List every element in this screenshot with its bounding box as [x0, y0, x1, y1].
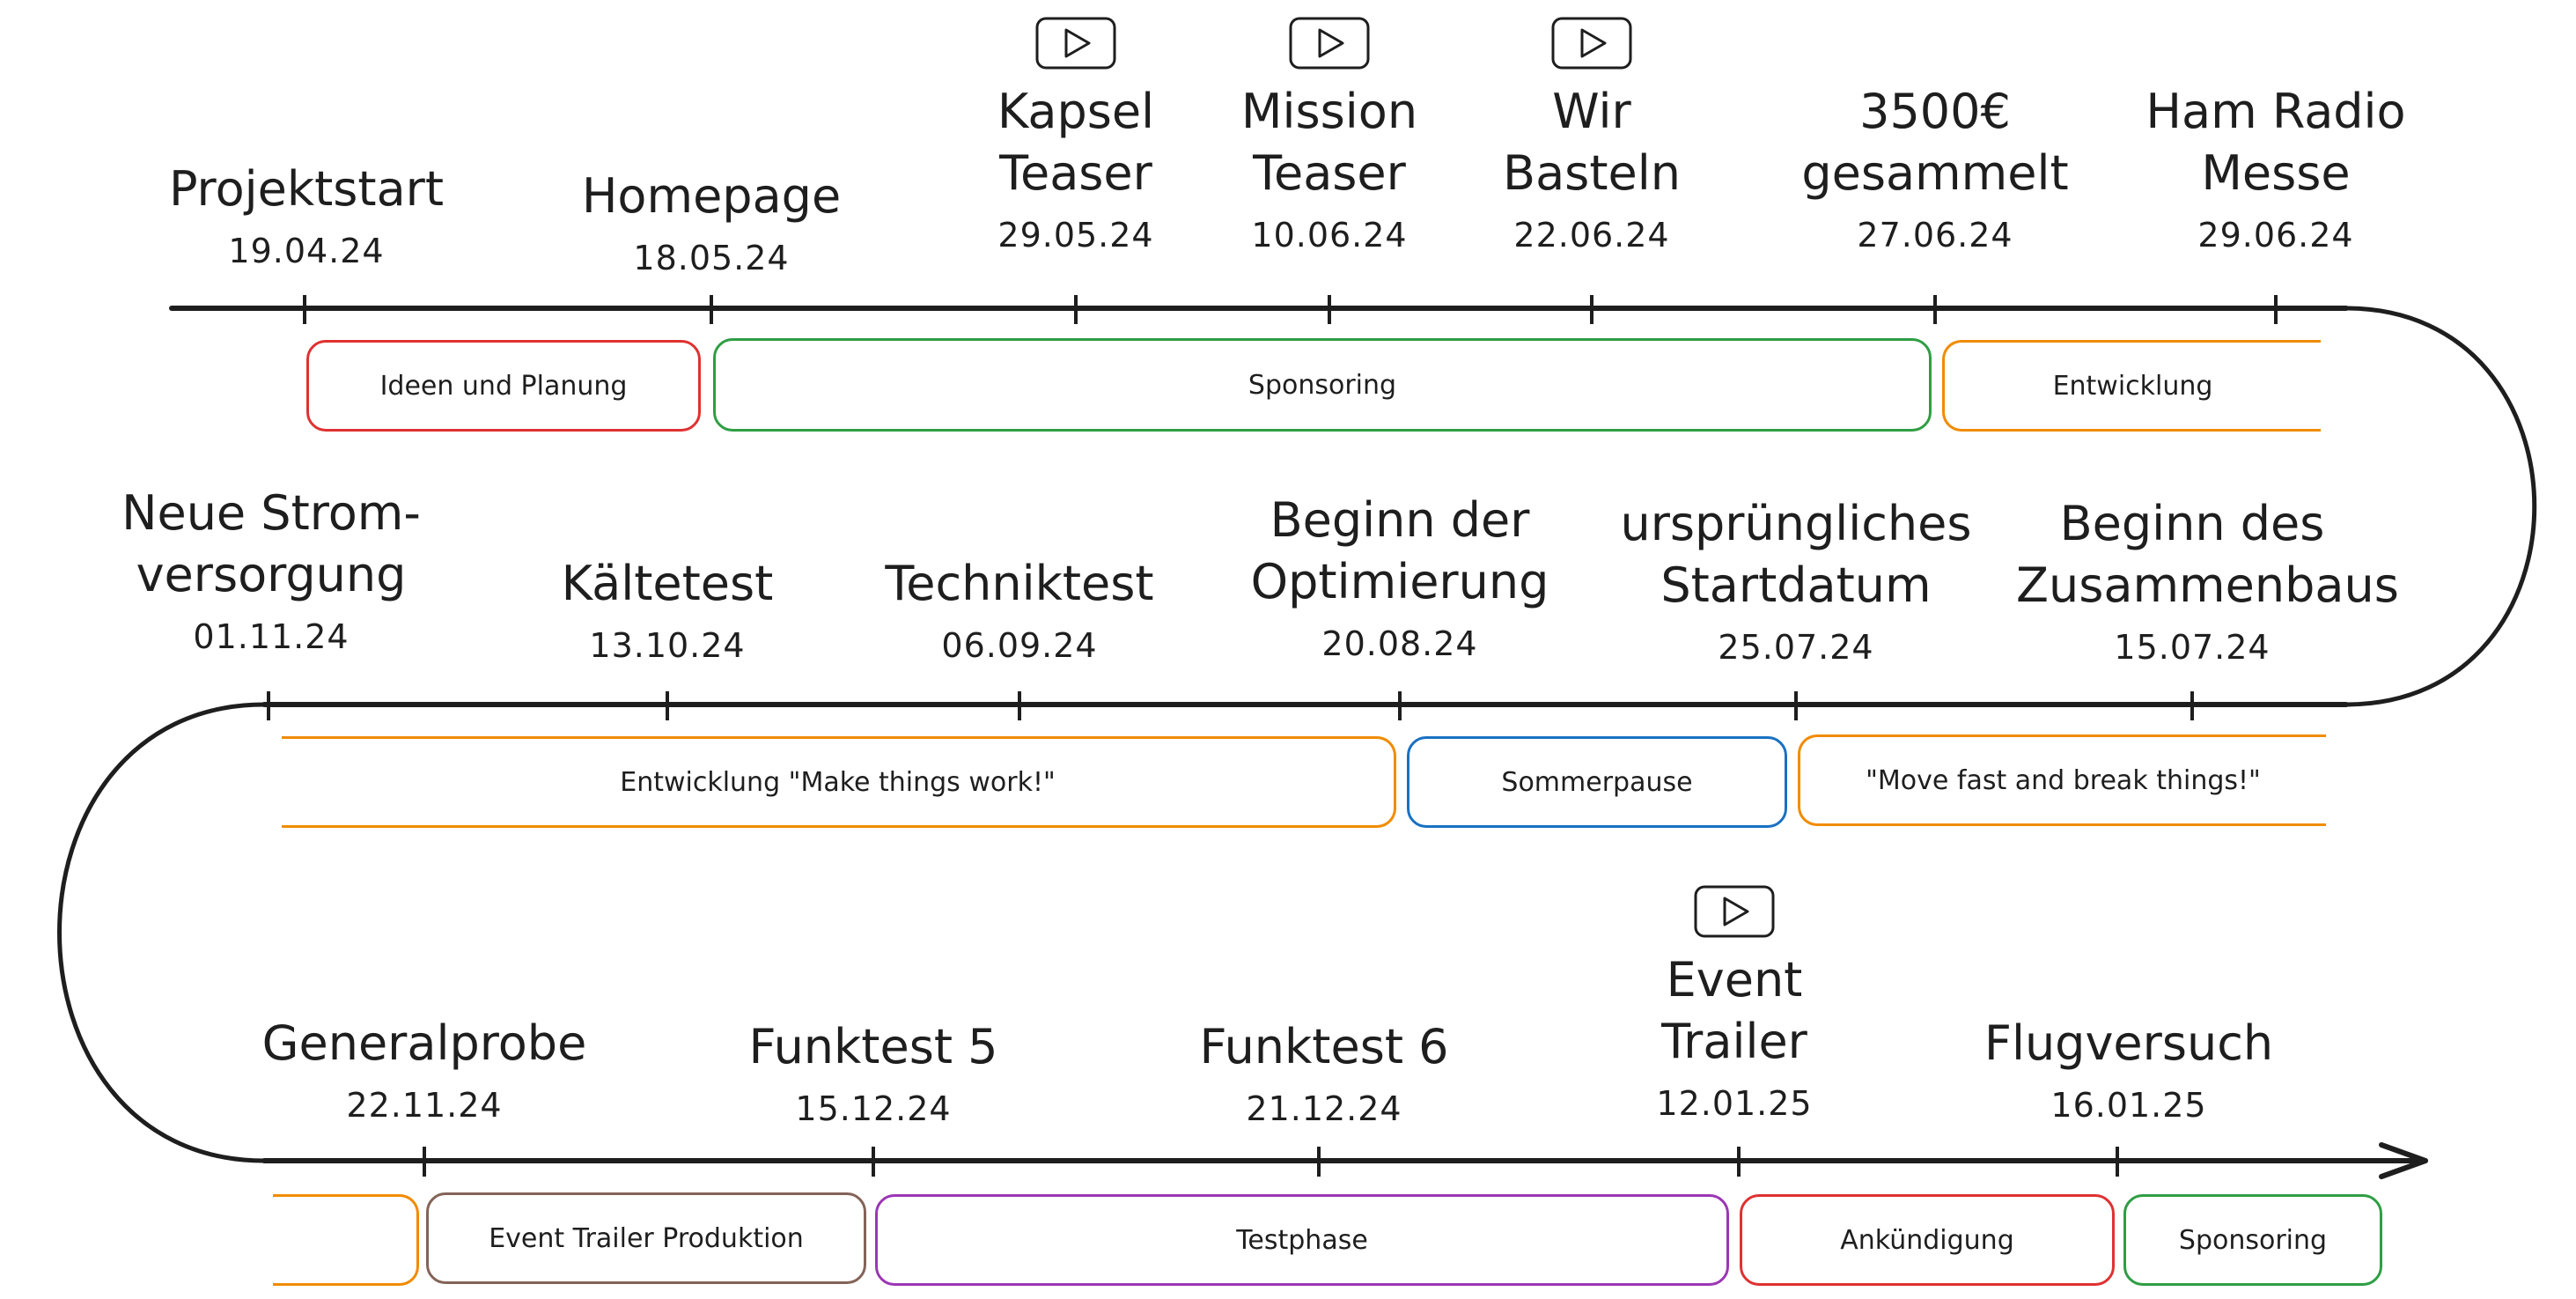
- milestone-date: 20.08.24: [1321, 624, 1478, 663]
- phase-ankuendigung: Ankündigung: [1740, 1194, 2115, 1286]
- milestone-date: 25.07.24: [1718, 628, 1874, 667]
- play-button-icon[interactable]: [1550, 16, 1633, 70]
- phase-label: Sponsoring: [2178, 1224, 2328, 1256]
- milestone-techniktest: Techniktest 06.09.24: [843, 553, 1196, 666]
- milestone-title: Beginn der Optimierung: [1250, 492, 1549, 609]
- phase-label: Ankündigung: [1840, 1224, 2014, 1256]
- arrowhead-icon: [2379, 1142, 2428, 1179]
- phase-testphase: Testphase: [875, 1194, 1729, 1286]
- milestone-title: 3500€ gesammelt: [1801, 84, 2069, 201]
- ticks-row2: [267, 691, 2194, 720]
- milestone-date: 16.01.25: [2050, 1086, 2207, 1125]
- milestone-title: Event Trailer: [1661, 952, 1807, 1069]
- timeline-curve-right: [2345, 306, 2537, 707]
- phase-entwicklung-continued: [273, 1194, 419, 1286]
- milestone-date: 15.12.24: [795, 1089, 952, 1128]
- ticks-row1: [303, 295, 2278, 324]
- phase-event-trailer-produktion: Event Trailer Produktion: [426, 1192, 866, 1284]
- milestone-title: Beginn des Zusammenbaus: [2016, 496, 2399, 613]
- milestone-date: 10.06.24: [1251, 216, 1408, 255]
- phase-entwicklung: Entwicklung: [1942, 340, 2321, 432]
- phase-label: Ideen und Planung: [379, 370, 628, 402]
- play-button-icon[interactable]: [1693, 884, 1776, 939]
- milestone-title: Wir Basteln: [1503, 84, 1681, 201]
- milestone-projektstart: Projektstart 19.04.24: [130, 159, 482, 271]
- milestone-date: 19.04.24: [228, 232, 385, 270]
- phase-label: "Move fast and break things!": [1866, 764, 2261, 796]
- milestone-date: 21.12.24: [1246, 1089, 1402, 1128]
- milestone-date: 13.10.24: [589, 626, 746, 665]
- milestone-urspruengliches-startdatum: ursprüngliches Startdatum 25.07.24: [1620, 493, 1972, 668]
- milestone-ham-radio-messe: Ham Radio Messe 29.06.24: [2100, 81, 2452, 255]
- phase-label: Sponsoring: [1248, 369, 1397, 401]
- milestone-title: Ham Radio Messe: [2145, 84, 2406, 201]
- milestone-date: 01.11.24: [193, 617, 350, 656]
- milestone-title: Funktest 6: [1199, 1019, 1449, 1074]
- milestone-title: Flugversuch: [1984, 1015, 2274, 1071]
- milestone-beginn-des-zusammenbaus: Beginn des Zusammenbaus 15.07.24: [2016, 493, 2399, 668]
- phase-sponsoring-final: Sponsoring: [2123, 1194, 2382, 1286]
- phase-sponsoring: Sponsoring: [713, 338, 1932, 432]
- milestone-homepage: Homepage 18.05.24: [535, 166, 887, 278]
- timeline-curve-left: [57, 702, 265, 1163]
- milestone-date: 12.01.25: [1656, 1084, 1813, 1123]
- milestone-title: Funktest 5: [748, 1019, 998, 1074]
- milestone-title: Kältetest: [561, 556, 774, 611]
- phase-label: Testphase: [1236, 1224, 1368, 1256]
- milestone-mission-teaser: Mission Teaser 10.06.24: [1153, 16, 1505, 255]
- milestone-kaeltetest: Kältetest 13.10.24: [491, 553, 843, 666]
- milestone-title: Mission Teaser: [1240, 84, 1418, 201]
- milestone-title: Techniktest: [885, 556, 1154, 611]
- milestone-date: 22.11.24: [346, 1086, 503, 1125]
- milestone-date: 18.05.24: [633, 239, 790, 277]
- milestone-date: 15.07.24: [2114, 628, 2271, 667]
- milestone-flugversuch: Flugversuch 16.01.25: [1953, 1013, 2305, 1126]
- phase-label: Event Trailer Produktion: [489, 1222, 804, 1254]
- milestone-wir-basteln: Wir Basteln 22.06.24: [1416, 16, 1768, 255]
- milestone-title: Generalprobe: [261, 1015, 587, 1071]
- phase-move-fast-and-break-things: "Move fast and break things!": [1798, 734, 2326, 826]
- milestone-beginn-der-optimierung: Beginn der Optimierung 20.08.24: [1224, 490, 1576, 664]
- milestone-title: Homepage: [581, 168, 842, 224]
- milestone-date: 06.09.24: [941, 626, 1098, 665]
- milestone-title: Neue Strom- versorgung: [121, 485, 421, 602]
- milestone-title: Kapsel Teaser: [997, 84, 1155, 201]
- milestone-date: 29.06.24: [2197, 216, 2354, 255]
- milestone-title: ursprüngliches Startdatum: [1620, 496, 1972, 613]
- phase-sommerpause: Sommerpause: [1407, 736, 1787, 828]
- phase-label: Entwicklung "Make things work!": [620, 766, 1056, 798]
- milestone-generalprobe: Generalprobe 22.11.24: [248, 1013, 600, 1126]
- milestone-funktest-6: Funktest 6 21.12.24: [1148, 1016, 1500, 1129]
- milestone-event-trailer: Event Trailer 12.01.25: [1558, 884, 1910, 1124]
- phase-ideen-und-planung: Ideen und Planung: [306, 340, 701, 432]
- milestone-date: 22.06.24: [1513, 216, 1670, 255]
- milestone-kapsel-teaser: Kapsel Teaser 29.05.24: [900, 16, 1252, 255]
- ticks-row3: [423, 1147, 2119, 1177]
- phase-label: Entwicklung: [2052, 370, 2213, 402]
- milestone-funktest-5: Funktest 5 15.12.24: [697, 1016, 1049, 1129]
- milestone-title: Projektstart: [168, 161, 445, 217]
- milestone-date: 29.05.24: [997, 216, 1154, 255]
- play-button-icon[interactable]: [1288, 16, 1371, 70]
- milestone-neue-stromversorgung: Neue Strom- versorgung 01.11.24: [95, 483, 447, 657]
- phase-label: Sommerpause: [1501, 766, 1693, 798]
- milestone-3500-gesammelt: 3500€ gesammelt 27.06.24: [1759, 81, 2111, 255]
- phase-entwicklung-make-things-work: Entwicklung "Make things work!": [282, 736, 1396, 828]
- play-button-icon[interactable]: [1034, 16, 1117, 70]
- milestone-date: 27.06.24: [1857, 216, 2013, 255]
